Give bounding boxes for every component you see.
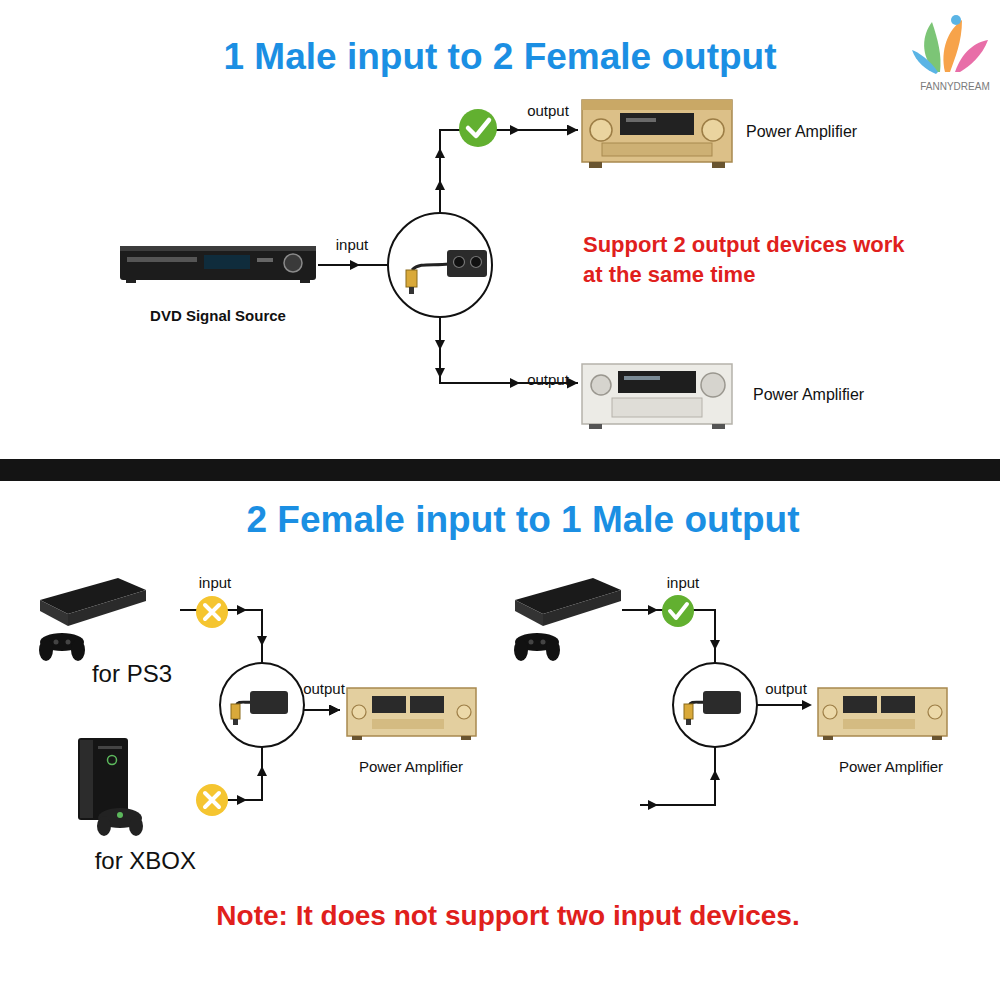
node-label: Power Amplifier: [746, 123, 857, 141]
amplifier-box: Power Amplifier: [578, 356, 873, 434]
ps3-console: [39, 578, 146, 661]
panel-title: 2 Female input to 1 Male output: [247, 499, 800, 541]
amplifier-silver: [582, 364, 732, 429]
ps3-console: [514, 578, 621, 661]
console-box: for PS3: [30, 570, 180, 688]
port-label: output: [765, 680, 807, 697]
port-label: output: [303, 680, 345, 697]
amplifier-box: Power Amplifier: [578, 92, 868, 172]
watermark: FANNYDREAM: [920, 81, 989, 92]
panel-title: 1 Male input to 2 Female output: [224, 36, 777, 78]
splitter-circle: [388, 213, 492, 317]
note-text: Support 2 output devices work at the sam…: [583, 230, 923, 289]
port-label: output: [527, 371, 569, 388]
amplifier-gold: [347, 688, 476, 740]
splitter-circle: [673, 663, 757, 747]
signal-wire: [622, 610, 806, 805]
splitter-circle: [220, 663, 304, 747]
note-text: Note: It does not support two input devi…: [216, 900, 799, 932]
cross-mark: [196, 784, 228, 816]
port-label: output: [527, 102, 569, 119]
amplifier-box: Power Amplifier: [340, 680, 482, 775]
flow-arrows: [237, 605, 812, 810]
port-label: input: [667, 574, 700, 591]
xbox-console: [78, 738, 143, 836]
node-label: Power Amplifier: [753, 386, 864, 404]
node-label: for XBOX: [95, 847, 196, 875]
port-label: input: [199, 574, 232, 591]
dvd-source: DVD Signal Source: [118, 240, 318, 324]
watermark-logo: [912, 15, 988, 74]
amplifier-box: Power Amplifier: [812, 680, 970, 775]
port-label: input: [336, 236, 369, 253]
dvd-player: [120, 246, 316, 283]
flow-arrows: [350, 125, 520, 388]
cross-mark: [196, 596, 228, 628]
separator-bar: [0, 459, 1000, 481]
amplifier-gold: [582, 100, 732, 168]
amplifier-gold: [818, 688, 947, 740]
check-mark: [459, 109, 497, 147]
check-mark: [662, 595, 694, 627]
node-label: DVD Signal Source: [150, 307, 286, 324]
node-label: for PS3: [92, 660, 172, 688]
node-label: Power Amplifier: [359, 758, 463, 775]
node-label: Power Amplifier: [839, 758, 943, 775]
console-box: for XBOX: [65, 730, 200, 875]
